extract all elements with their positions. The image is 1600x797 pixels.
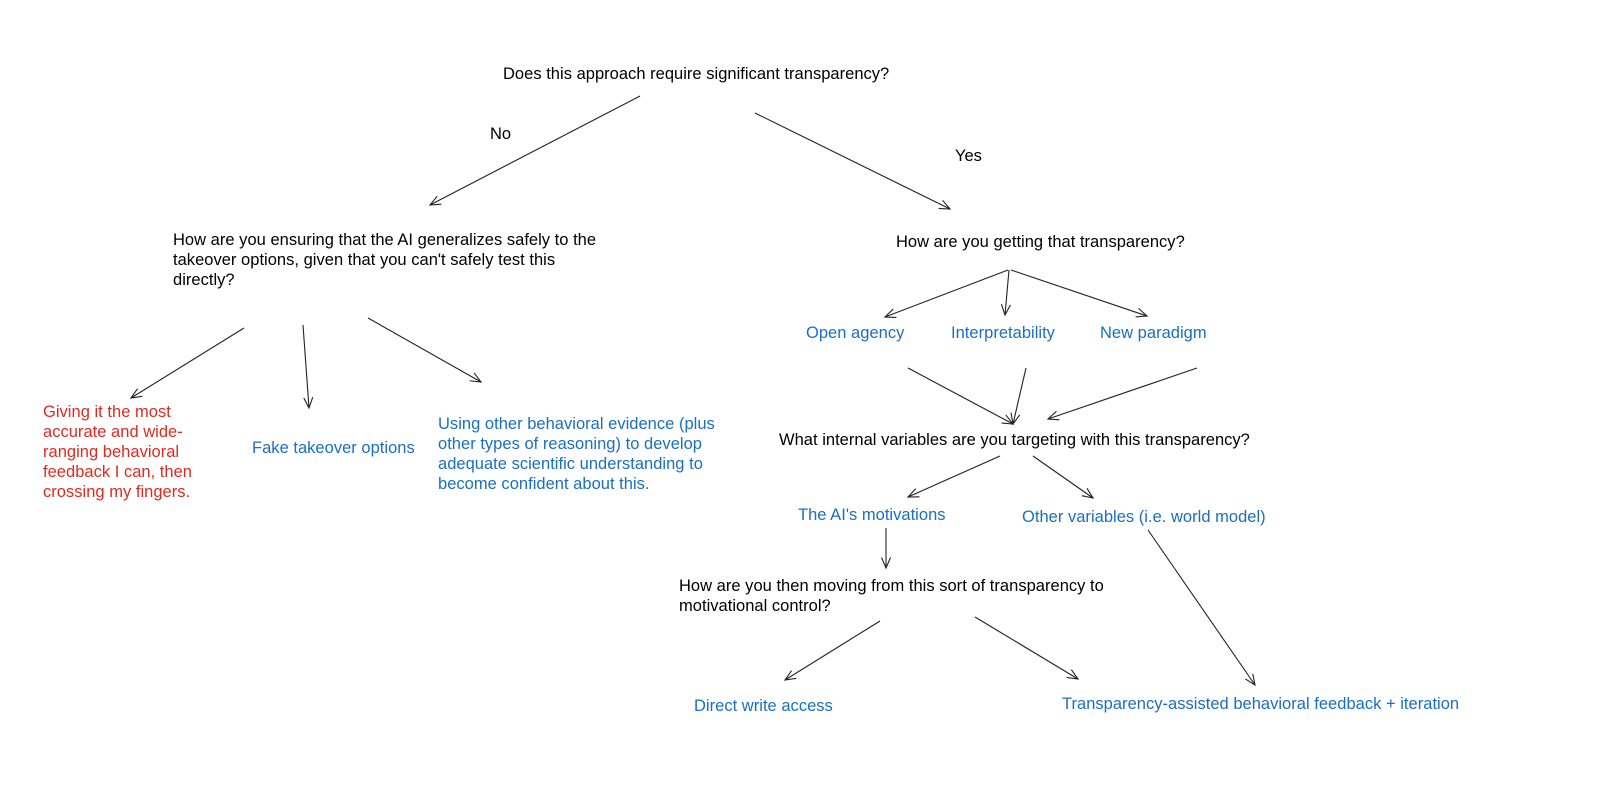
- node-generalize-safely-question: How are you ensuring that the AI general…: [173, 231, 601, 289]
- edge-motivational-control-to-transparency-feedback: [974, 616, 1080, 680]
- edge-interpretability-to-internal-variables: [1010, 367, 1027, 426]
- node-behavioral-feedback-fingers[interactable]: Giving it the most accurate and wide-ran…: [43, 403, 197, 501]
- edge-other-variables-to-transparency-feedback: [1147, 529, 1256, 687]
- edge-open-agency-to-internal-variables: [907, 367, 1015, 425]
- node-direct-write-access[interactable]: Direct write access: [694, 697, 833, 715]
- node-interpretability[interactable]: Interpretability: [951, 324, 1055, 342]
- node-root-question: Does this approach require significant t…: [503, 65, 890, 83]
- node-fake-takeover-options[interactable]: Fake takeover options: [252, 439, 415, 457]
- edge-label-no: No: [490, 125, 512, 143]
- node-other-behavioral-evidence[interactable]: Using other behavioral evidence (plus ot…: [438, 415, 720, 493]
- edge-transparency-to-interpretability: [1000, 269, 1011, 317]
- edge-root-to-generalize-safely: [428, 95, 641, 206]
- edge-transparency-to-new-paradigm: [1010, 269, 1149, 318]
- node-other-variables[interactable]: Other variables (i.e. world model): [1022, 508, 1266, 526]
- edge-root-to-getting-transparency: [754, 112, 952, 210]
- node-open-agency[interactable]: Open agency: [806, 324, 905, 342]
- node-getting-transparency-question: How are you getting that transparency?: [896, 233, 1185, 251]
- node-motivational-control-question: How are you then moving from this sort o…: [679, 577, 1109, 615]
- edge-generalize-to-fake-takeover: [302, 324, 314, 410]
- edge-generalize-to-other-evidence: [367, 317, 483, 383]
- edge-new-paradigm-to-internal-variables: [1046, 367, 1198, 421]
- edge-internal-variables-to-ai-motivations: [906, 455, 1001, 498]
- edge-transparency-to-open-agency: [883, 269, 1009, 319]
- node-transparency-assisted-feedback[interactable]: Transparency-assisted behavioral feedbac…: [1062, 695, 1460, 713]
- node-new-paradigm[interactable]: New paradigm: [1100, 324, 1207, 342]
- edge-internal-variables-to-other-variables: [1032, 455, 1095, 499]
- edge-generalize-to-red-leaf: [129, 327, 245, 399]
- edge-motivational-control-to-direct-write: [783, 620, 881, 681]
- node-internal-variables-question: What internal variables are you targetin…: [779, 431, 1250, 449]
- node-ai-motivations[interactable]: The AI's motivations: [798, 506, 946, 524]
- edge-label-yes: Yes: [955, 147, 982, 165]
